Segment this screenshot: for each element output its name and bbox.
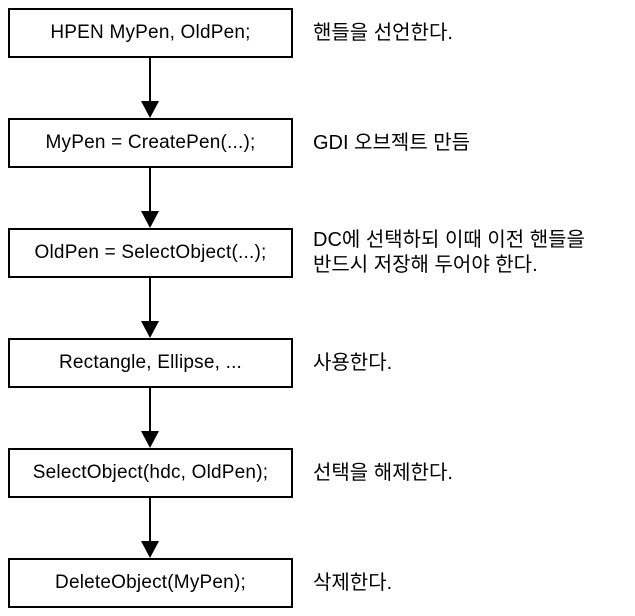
- flow-box-code: HPEN MyPen, OldPen;: [50, 22, 251, 43]
- arrow-line-icon: [149, 278, 151, 324]
- flow-step: SelectObject(hdc, OldPen); 선택을 해제한다.: [8, 448, 635, 558]
- arrow-head-icon: [141, 101, 159, 118]
- arrow-line-icon: [149, 498, 151, 544]
- flow-arrow: [8, 498, 301, 558]
- flow-step-annotation: 삭제한다.: [313, 571, 393, 594]
- arrow-line-icon: [149, 388, 151, 434]
- flow-step-annotation: DC에 선택하되 이때 이전 핸들을 반드시 저장해 두어야 한다.: [313, 229, 585, 276]
- flow-box: MyPen = CreatePen(...);: [8, 118, 293, 168]
- flow-arrow: [8, 58, 301, 118]
- flow-arrow: [8, 168, 301, 228]
- flow-step: Rectangle, Ellipse, ... 사용한다.: [8, 338, 635, 448]
- flow-step: DeleteObject(MyPen); 삭제한다.: [8, 558, 635, 608]
- flow-box-code: MyPen = CreatePen(...);: [45, 132, 256, 153]
- flow-step-annotation: GDI 오브젝트 만듬: [313, 131, 471, 154]
- flow-box: OldPen = SelectObject(...);: [8, 228, 293, 278]
- flow-step-row: HPEN MyPen, OldPen; 핸들을 선언한다.: [8, 8, 635, 58]
- flow-step: HPEN MyPen, OldPen; 핸들을 선언한다.: [8, 8, 635, 118]
- arrow-head-icon: [141, 321, 159, 338]
- arrow-line-icon: [149, 58, 151, 104]
- flow-arrow: [8, 388, 301, 448]
- flow-step-annotation: 사용한다.: [313, 351, 393, 374]
- flow-step-row: Rectangle, Ellipse, ... 사용한다.: [8, 338, 635, 388]
- flow-box-code: SelectObject(hdc, OldPen);: [32, 462, 269, 483]
- arrow-line-icon: [149, 168, 151, 214]
- flow-arrow: [8, 278, 301, 338]
- arrow-head-icon: [141, 431, 159, 448]
- flow-box: HPEN MyPen, OldPen;: [8, 8, 293, 58]
- flow-box-code: DeleteObject(MyPen);: [55, 572, 246, 593]
- flow-step-row: DeleteObject(MyPen); 삭제한다.: [8, 558, 635, 608]
- flow-box: DeleteObject(MyPen);: [8, 558, 293, 608]
- flow-box: Rectangle, Ellipse, ...: [8, 338, 293, 388]
- flow-step: MyPen = CreatePen(...); GDI 오브젝트 만듬: [8, 118, 635, 228]
- flow-step: OldPen = SelectObject(...); DC에 선택하되 이때 …: [8, 228, 635, 338]
- flow-box-code: OldPen = SelectObject(...);: [34, 242, 267, 263]
- flow-step-row: SelectObject(hdc, OldPen); 선택을 해제한다.: [8, 448, 635, 498]
- flow-step-annotation: 핸들을 선언한다.: [313, 21, 453, 44]
- flow-box-code: Rectangle, Ellipse, ...: [58, 352, 243, 373]
- arrow-head-icon: [141, 211, 159, 228]
- flow-box: SelectObject(hdc, OldPen);: [8, 448, 293, 498]
- flow-step-row: MyPen = CreatePen(...); GDI 오브젝트 만듬: [8, 118, 635, 168]
- arrow-head-icon: [141, 541, 159, 558]
- flow-step-row: OldPen = SelectObject(...); DC에 선택하되 이때 …: [8, 228, 635, 278]
- flow-step-annotation: 선택을 해제한다.: [313, 461, 453, 484]
